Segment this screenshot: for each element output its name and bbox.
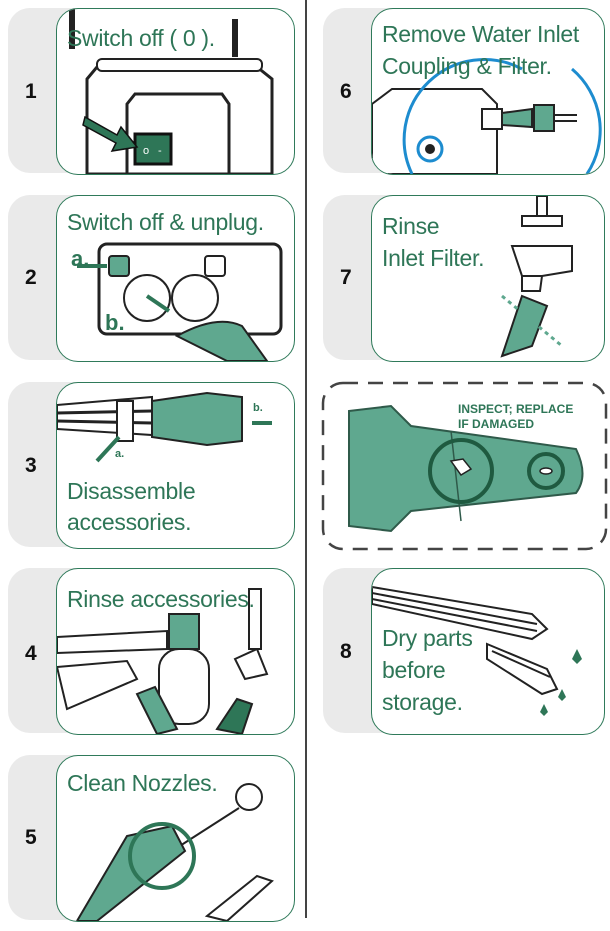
filter-icon (501, 107, 533, 129)
tap-icon (233, 647, 269, 681)
step-caption-line1: Dry parts (382, 625, 473, 651)
power-switch-icon (133, 132, 173, 166)
water-inlet-illustration (372, 58, 602, 174)
step-panel: Rinse Inlet Filter. (371, 195, 605, 362)
step-caption-line1: Remove Water Inlet (382, 21, 579, 47)
step-panel: Dry parts before storage. (371, 568, 605, 735)
step-caption-line3: storage. (382, 689, 463, 715)
svg-text:-: - (158, 145, 162, 157)
step-caption-line2: Coupling & Filter. (382, 53, 552, 79)
step-caption-line2: accessories. (67, 509, 192, 535)
power-outlet-illustration: a. b. (71, 242, 283, 361)
magnify-icon (235, 783, 263, 811)
step-number: 1 (25, 80, 37, 103)
step-caption-line2: before (382, 657, 446, 683)
step-number: 6 (340, 80, 352, 103)
step-number: 2 (25, 266, 37, 289)
step-caption-line1: Rinse (382, 213, 440, 239)
svg-text:a.: a. (71, 246, 89, 271)
nozzle-icon (151, 391, 243, 447)
step-caption: Rinse accessories. (67, 586, 255, 612)
step-panel: a. b. Switch off & unplug. (56, 195, 295, 362)
rinse-accessories-illustration (57, 588, 269, 734)
step-number: 5 (25, 826, 37, 849)
tap-icon (521, 215, 563, 227)
step-caption: Switch off & unplug. (67, 209, 264, 235)
step-panel: Remove Water Inlet Coupling & Filter. (371, 8, 605, 175)
step-panel: Rinse accessories. (56, 568, 295, 735)
inspect-illustration: INSPECT; REPLACE IF DAMAGED (321, 381, 608, 551)
step-number: 7 (340, 266, 352, 289)
water-drop-icon (572, 649, 582, 664)
step-panel: Clean Nozzles. (56, 755, 295, 922)
step-number: 3 (25, 454, 37, 477)
svg-text:IF DAMAGED: IF DAMAGED (458, 417, 534, 431)
outlet-switch-icon (108, 255, 130, 277)
svg-text:b.: b. (253, 402, 263, 414)
column-divider (305, 0, 307, 918)
svg-text:a.: a. (115, 448, 124, 460)
rinse-filter-illustration (500, 196, 573, 358)
svg-text:b.: b. (105, 310, 125, 335)
step-number: 8 (340, 640, 352, 663)
clean-nozzles-illustration (75, 783, 274, 921)
step-caption-line1: Disassemble (67, 478, 196, 504)
filter-icon (500, 294, 549, 358)
dry-parts-illustration (372, 585, 582, 716)
svg-text:o: o (143, 145, 149, 157)
step-panel: o - Switch off ( 0 ). (56, 8, 295, 175)
step-caption: Clean Nozzles. (67, 770, 218, 796)
pressure-washer-switch-illustration: o - (69, 9, 274, 174)
step-number: 4 (25, 642, 37, 665)
nozzle-icon (75, 824, 187, 921)
svg-text:INSPECT; REPLACE: INSPECT; REPLACE (458, 402, 573, 416)
plug-icon (174, 320, 269, 361)
lance-disassembly-illustration: a. b. (57, 391, 272, 463)
step-caption-line2: Inlet Filter. (382, 245, 485, 271)
step-panel: a. b. Disassemble accessories. (56, 382, 295, 549)
arrow-icon (82, 115, 139, 152)
step-caption: Switch off ( 0 ). (67, 25, 215, 51)
